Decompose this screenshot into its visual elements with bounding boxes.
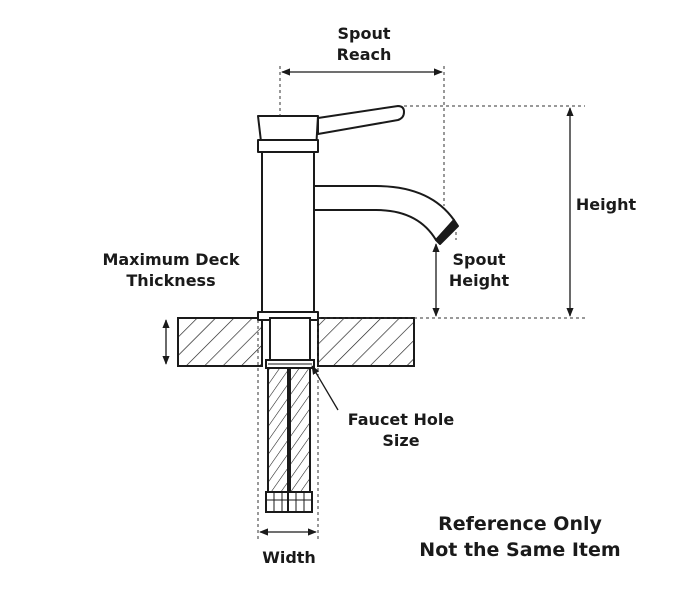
extension-lines [257, 66, 585, 540]
disclaimer-line1: Reference Only [438, 513, 602, 535]
supply-hoses [265, 367, 313, 513]
spout-tip [435, 219, 459, 245]
spout-height-label: Spout Height [440, 250, 518, 292]
max-deck-thickness-line1: Maximum Deck [102, 250, 240, 269]
spout-height-line2: Height [448, 270, 510, 290]
faucet-column [261, 149, 315, 319]
spout-reach-line1: Spout [337, 24, 391, 43]
faucet-hole-size-line2: Size [382, 430, 420, 450]
shank [265, 317, 315, 369]
faucet-hole-size-line1: Faucet Hole [347, 410, 455, 429]
spout-reach-line2: Reach [336, 44, 392, 64]
spout-reach-label: Spout Reach [322, 24, 406, 66]
spout [313, 185, 455, 241]
max-deck-thickness-line2: Thickness [126, 270, 216, 290]
hole-size-leader [311, 365, 339, 411]
spout-height-line1: Spout [452, 250, 506, 269]
countertop [177, 317, 415, 367]
dimension-arrows [162, 68, 574, 536]
height-label: Height [575, 195, 637, 214]
disclaimer-text: Reference Only Not the Same Item [398, 512, 642, 563]
width-label: Width [262, 548, 316, 567]
max-deck-thickness-label: Maximum Deck Thickness [92, 250, 250, 292]
handle-lever [317, 105, 405, 135]
faucet-body [257, 105, 459, 321]
faucet-hole-size-label: Faucet Hole Size [336, 410, 466, 452]
disclaimer-line2: Not the Same Item [419, 538, 621, 561]
